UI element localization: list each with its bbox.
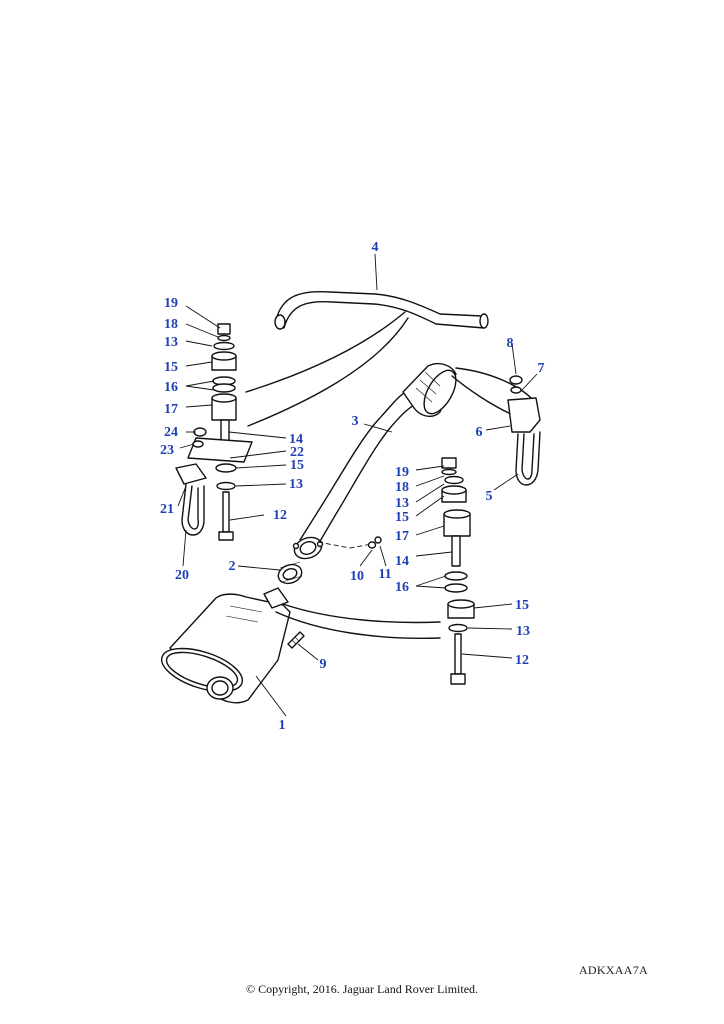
front-pipe [245,290,489,427]
callout-label: 7 [538,361,545,376]
nut-washer-10-11 [317,536,382,549]
callout-label: 18 [395,480,409,495]
callout-label: 13 [164,335,178,350]
callout-label: 4 [372,240,379,255]
leader-lines [177,253,538,717]
callout-label: 15 [515,598,529,613]
callout-label: 19 [164,296,178,311]
callout-label: 15 [164,360,178,375]
callout-label: 13 [516,624,530,639]
callout-label: 6 [476,425,483,440]
rear-silencer [160,587,441,704]
callout-label: 13 [289,477,303,492]
right-mount-stack [441,457,475,685]
callout-label: 22 [290,445,304,460]
pipe-ring [277,561,303,585]
callout-label: 18 [164,317,178,332]
callout-label: 11 [378,567,391,582]
callout-label: 23 [160,443,174,458]
left-mount-stack [187,323,253,541]
callout-label: 5 [486,489,493,504]
right-u-clamp [507,375,541,486]
callout-label: 10 [350,569,364,584]
intermediate-pipe [292,362,536,560]
callout-label: 12 [515,653,529,668]
callout-label: 14 [395,554,409,569]
callout-label: 8 [507,336,514,351]
copyright-notice: © Copyright, 2016. Jaguar Land Rover Lim… [245,982,479,996]
callout-label: 21 [160,502,174,517]
callout-label: 14 [289,432,303,447]
callout-label: 17 [395,529,409,544]
callout-label: 1 [279,718,286,733]
callout-labels: 1 2 3 4 5 6 7 8 9 10 11 12 12 13 13 13 1… [160,240,545,733]
callout-label: 19 [395,465,409,480]
callout-label: 13 [395,496,409,511]
callout-label: 15 [290,458,304,473]
callout-label: 24 [164,425,178,440]
left-u-clamp [175,463,207,536]
callout-label: 16 [395,580,409,595]
callout-label: 15 [395,510,409,525]
callout-label: 12 [273,508,287,523]
drawing-code: ADKXAA7A [578,963,648,977]
callout-label: 16 [164,380,178,395]
callout-label: 2 [229,559,236,574]
callout-label: 17 [164,402,178,417]
bolt-9 [287,631,305,649]
callout-label: 3 [352,414,359,429]
callout-label: 9 [320,657,327,672]
callout-label: 20 [175,568,189,583]
